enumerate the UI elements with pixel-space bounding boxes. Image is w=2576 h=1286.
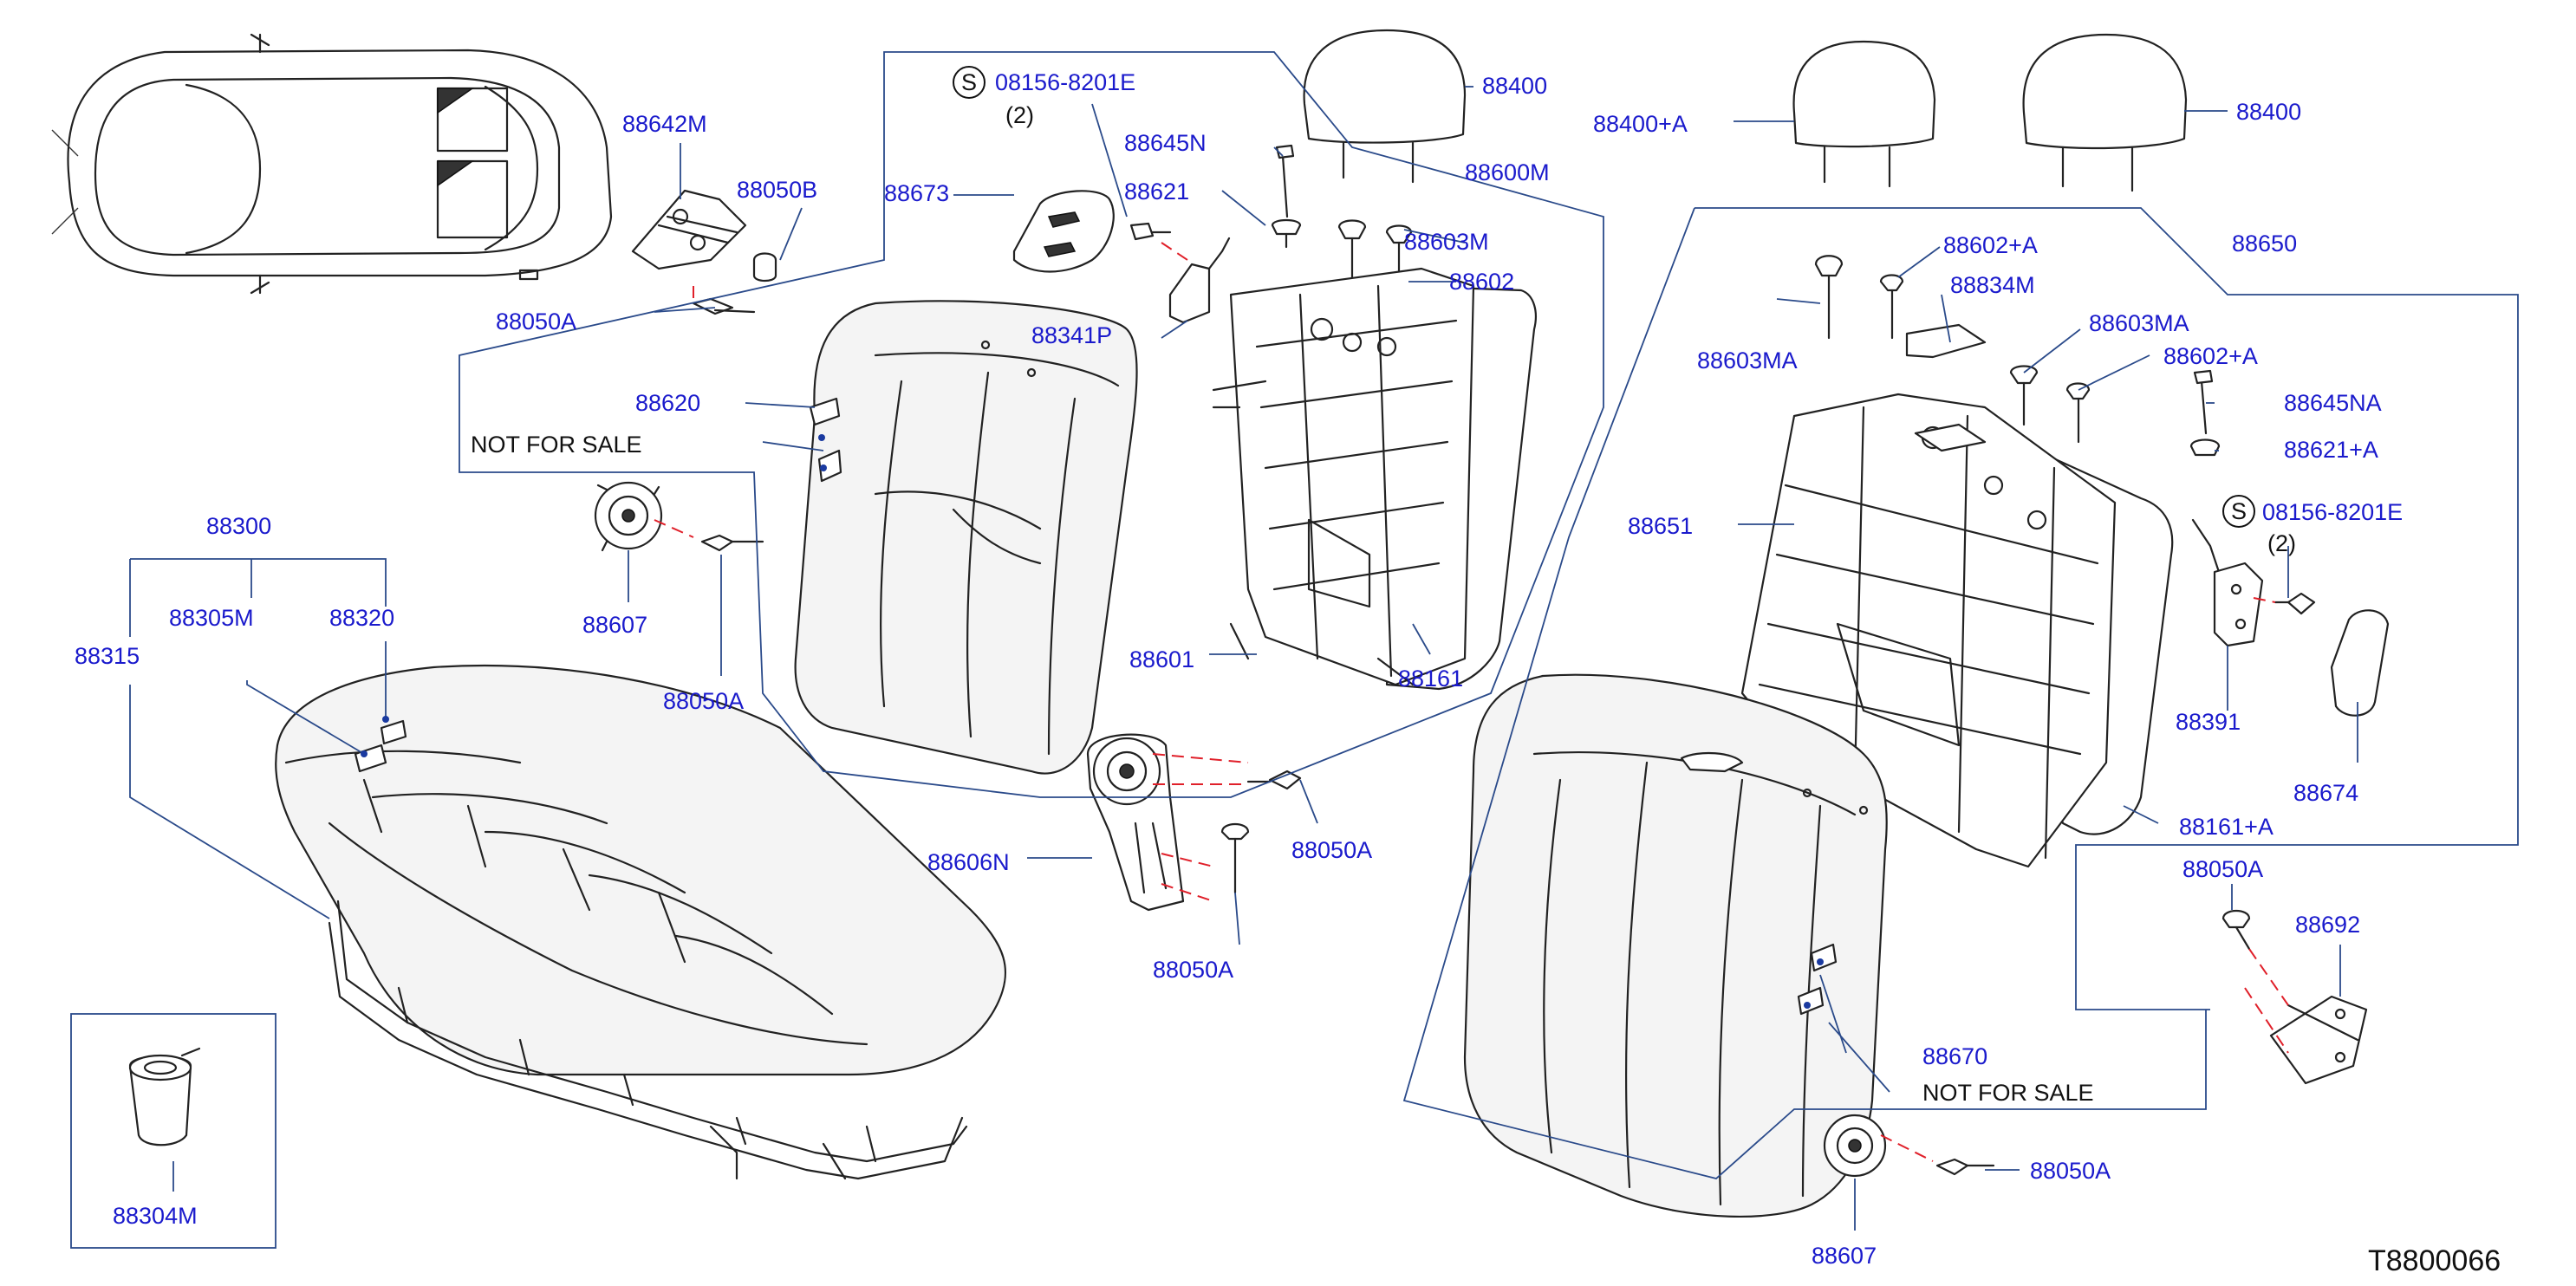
s-symbol-right: S	[2222, 495, 2255, 528]
label-not-for-sale-right: NOT FOR SALE	[1922, 1080, 2094, 1106]
callout-labels: 88642M 88050B 88050A 08156-8201E (2) 886…	[75, 69, 2501, 1277]
label-88161A: 88161+A	[2179, 814, 2274, 840]
label-88391: 88391	[2176, 709, 2241, 735]
label-88050A-right1: 88050A	[2182, 856, 2263, 882]
hinge-88341P	[1161, 237, 1231, 324]
label-88645NA: 88645NA	[2284, 390, 2382, 416]
label-88300: 88300	[206, 513, 271, 539]
fasteners-right	[1814, 255, 2221, 457]
label-88606N: 88606N	[927, 849, 1010, 875]
label-88603MA-1: 88603MA	[1697, 347, 1798, 373]
label-88050A-topleft: 88050A	[496, 309, 576, 334]
cover-88673	[1012, 190, 1115, 273]
hinge-88391	[2191, 518, 2316, 647]
diagram-code: T8800066	[2368, 1244, 2501, 1277]
s-symbol-top: S	[953, 66, 986, 99]
retractor-88606N	[1086, 733, 1302, 912]
label-88603MA-2: 88603MA	[2089, 310, 2189, 336]
label-88600M: 88600M	[1465, 159, 1550, 185]
cover-88674	[2330, 609, 2390, 717]
cushion-frame-88315	[328, 900, 968, 1180]
label-88651: 88651	[1628, 513, 1693, 539]
label-88315: 88315	[75, 643, 140, 669]
car-top-view	[51, 33, 613, 295]
label-88601: 88601	[1129, 646, 1194, 672]
headrest-88400-center	[1303, 29, 1467, 184]
label-88621: 88621	[1124, 179, 1189, 205]
label-88670: 88670	[1922, 1043, 1987, 1069]
label-88400-center: 88400	[1482, 73, 1547, 99]
label-88305M: 88305M	[169, 605, 254, 631]
label-88050B: 88050B	[737, 177, 817, 203]
label-88050A-right2: 88050A	[2030, 1158, 2111, 1184]
label-88050A-left: 88050A	[663, 688, 744, 714]
label-88673: 88673	[884, 180, 949, 206]
label-08156-top-qty: (2)	[1005, 102, 1034, 128]
label-88602A-1: 88602+A	[1943, 232, 2038, 258]
s-symbol-top-text: S	[961, 69, 977, 95]
backrest-cushion-left	[794, 300, 1138, 775]
marker-dots	[361, 434, 1824, 1009]
headrest-88400-right	[2022, 33, 2188, 192]
label-88620: 88620	[635, 390, 700, 416]
inset-box-88304M	[70, 1013, 276, 1249]
backrest-cushion-right	[1463, 673, 1888, 1218]
label-88050A-mid2: 88050A	[1153, 957, 1233, 983]
label-88304M: 88304M	[113, 1203, 198, 1229]
label-88400A: 88400+A	[1593, 111, 1688, 137]
label-88602A-2: 88602+A	[2163, 343, 2258, 369]
headrest-88400A	[1792, 40, 1936, 188]
label-88621A: 88621+A	[2284, 437, 2378, 463]
recliner-88607-left	[594, 481, 764, 552]
label-88602: 88602	[1449, 269, 1514, 295]
label-88642M: 88642M	[622, 111, 707, 137]
label-08156-right-qty: (2)	[2267, 530, 2296, 556]
seat-cushion-88300	[275, 665, 1007, 1076]
recliner-88607-right	[1823, 1114, 1995, 1178]
label-not-for-sale-left: NOT FOR SALE	[471, 432, 642, 458]
label-88692: 88692	[2295, 912, 2360, 938]
label-88607-left: 88607	[582, 612, 647, 638]
label-88834M: 88834M	[1950, 272, 2035, 298]
label-88603M: 88603M	[1404, 229, 1489, 255]
label-88400-right: 88400	[2236, 99, 2301, 125]
bracket-88692	[2221, 909, 2368, 1085]
label-88645N: 88645N	[1124, 130, 1207, 156]
label-88161: 88161	[1398, 666, 1463, 692]
label-88320: 88320	[329, 605, 394, 631]
s-symbol-right-text: S	[2231, 498, 2247, 524]
label-08156-right: 08156-8201E	[2262, 499, 2403, 525]
backrest-frame-88601	[1212, 267, 1537, 691]
label-88341P: 88341P	[1031, 322, 1112, 348]
label-88050A-mid1: 88050A	[1291, 837, 1372, 863]
label-88607-right: 88607	[1812, 1243, 1877, 1269]
label-88674: 88674	[2293, 780, 2358, 806]
bracket-88642M	[631, 189, 777, 315]
leader-lines	[129, 51, 2519, 1231]
label-88650: 88650	[2232, 231, 2297, 257]
label-08156-top: 08156-8201E	[995, 69, 1135, 95]
fasteners-center	[1129, 144, 1413, 279]
